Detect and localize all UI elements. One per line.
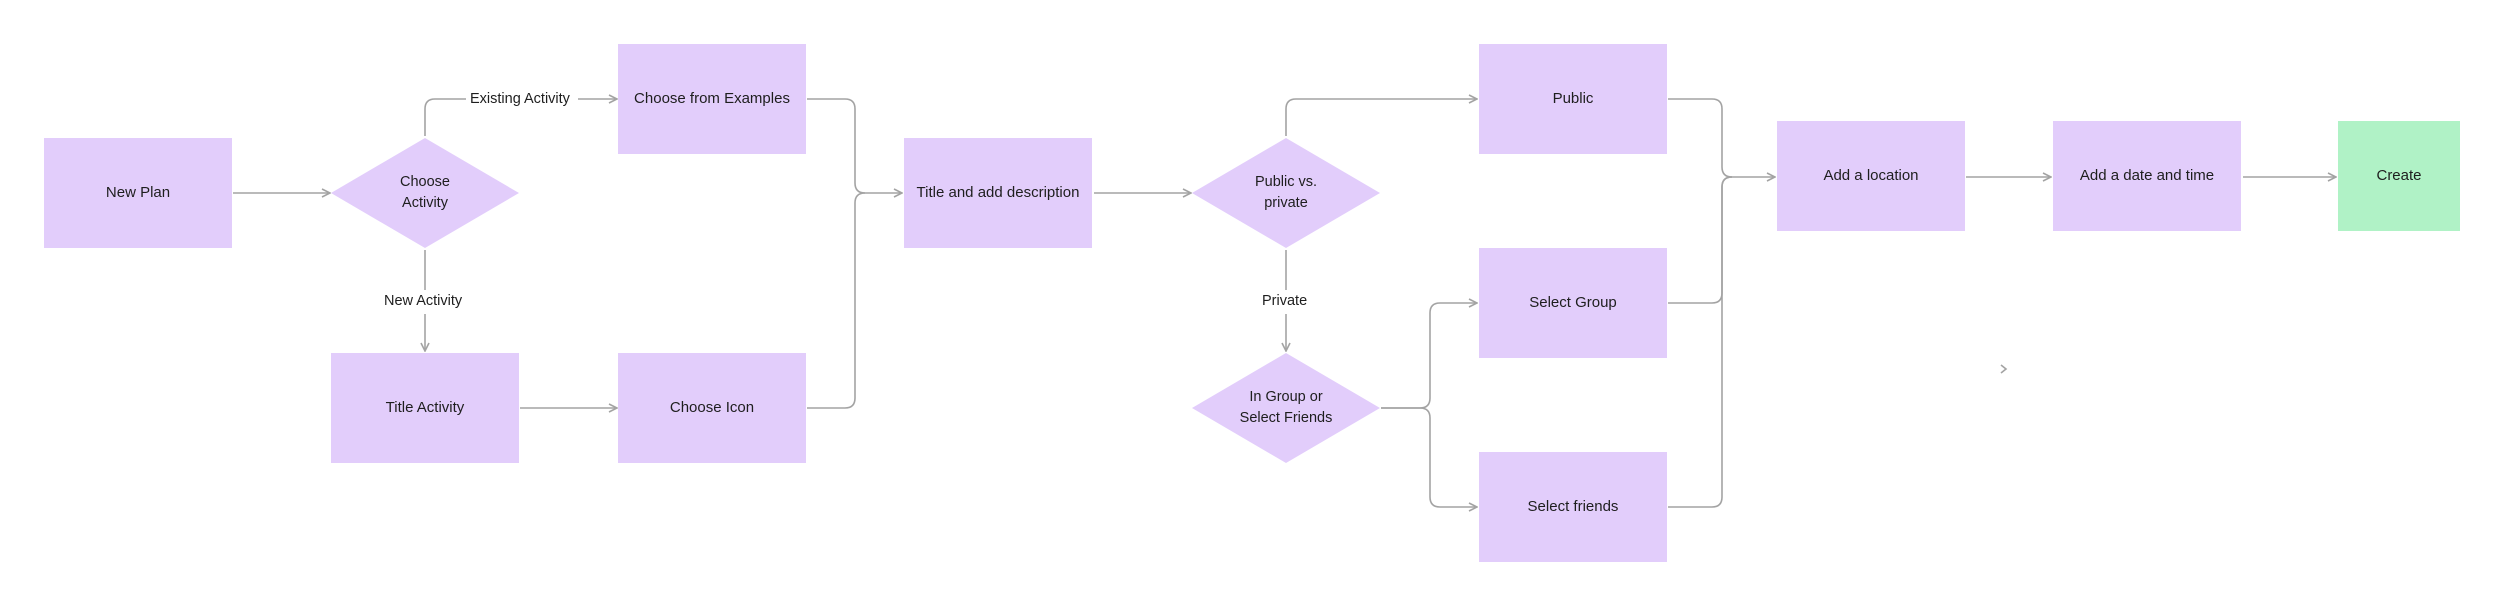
node-choose-from-examples[interactable]: Choose from Examples bbox=[618, 44, 806, 154]
edge-label-existing-activity: Existing Activity bbox=[466, 90, 574, 108]
node-title-activity[interactable]: Title Activity bbox=[331, 353, 519, 463]
node-choose-from-examples-label: Choose from Examples bbox=[634, 90, 790, 107]
decision-choose-activity-label: Choose Activity bbox=[400, 174, 450, 211]
node-add-location-label: Add a location bbox=[1823, 167, 1919, 184]
node-new-plan-label: New Plan bbox=[105, 184, 171, 201]
edge-choose-activity-to-examples bbox=[424, 98, 466, 136]
node-add-date-time-label: Add a date and time bbox=[2079, 167, 2215, 184]
node-add-date-time[interactable]: Add a date and time bbox=[2053, 121, 2241, 231]
node-title-and-description-label: Title and add description bbox=[916, 184, 1080, 201]
node-title-and-description[interactable]: Title and add description bbox=[904, 138, 1092, 248]
node-public[interactable]: Public bbox=[1479, 44, 1667, 154]
edge-label-private: Private bbox=[1258, 292, 1312, 310]
node-choose-icon[interactable]: Choose Icon bbox=[618, 353, 806, 463]
node-create[interactable]: Create bbox=[2338, 121, 2460, 231]
decision-group-or-friends-label: In Group or Select Friends bbox=[1239, 389, 1333, 426]
edge-group-or-friends-to-select-group bbox=[1381, 303, 1477, 409]
edge-group-or-friends-to-select-friends bbox=[1381, 407, 1477, 507]
decision-public-vs-private[interactable]: Public vs. private bbox=[1192, 138, 1380, 248]
node-public-label: Public bbox=[1552, 90, 1594, 107]
stray-arrowhead bbox=[2000, 364, 2008, 374]
node-create-label: Create bbox=[2376, 167, 2422, 184]
edge-public-to-add-location bbox=[1668, 98, 1775, 177]
edge-examples-to-title-description bbox=[807, 98, 902, 193]
diamond-shape bbox=[1192, 138, 1380, 248]
edge-label-new-activity: New Activity bbox=[380, 292, 467, 310]
edge-select-friends-to-add-location bbox=[1668, 176, 1733, 508]
node-choose-icon-label: Choose Icon bbox=[669, 399, 755, 416]
edge-choose-icon-to-title-description bbox=[807, 192, 866, 409]
node-select-friends-label: Select friends bbox=[1527, 498, 1619, 515]
node-select-friends[interactable]: Select friends bbox=[1479, 452, 1667, 562]
decision-choose-activity[interactable]: Choose Activity bbox=[331, 138, 519, 248]
node-new-plan[interactable]: New Plan bbox=[44, 138, 232, 248]
edge-public-private-to-public bbox=[1285, 99, 1477, 136]
decision-group-or-friends[interactable]: In Group or Select Friends bbox=[1192, 353, 1380, 463]
decision-public-vs-private-label: Public vs. private bbox=[1254, 174, 1318, 211]
diamond-shape bbox=[331, 138, 519, 248]
node-select-group[interactable]: Select Group bbox=[1479, 248, 1667, 358]
node-add-location[interactable]: Add a location bbox=[1777, 121, 1965, 231]
node-title-activity-label: Title Activity bbox=[385, 399, 465, 416]
node-select-group-label: Select Group bbox=[1529, 294, 1617, 311]
diamond-shape bbox=[1192, 353, 1380, 463]
